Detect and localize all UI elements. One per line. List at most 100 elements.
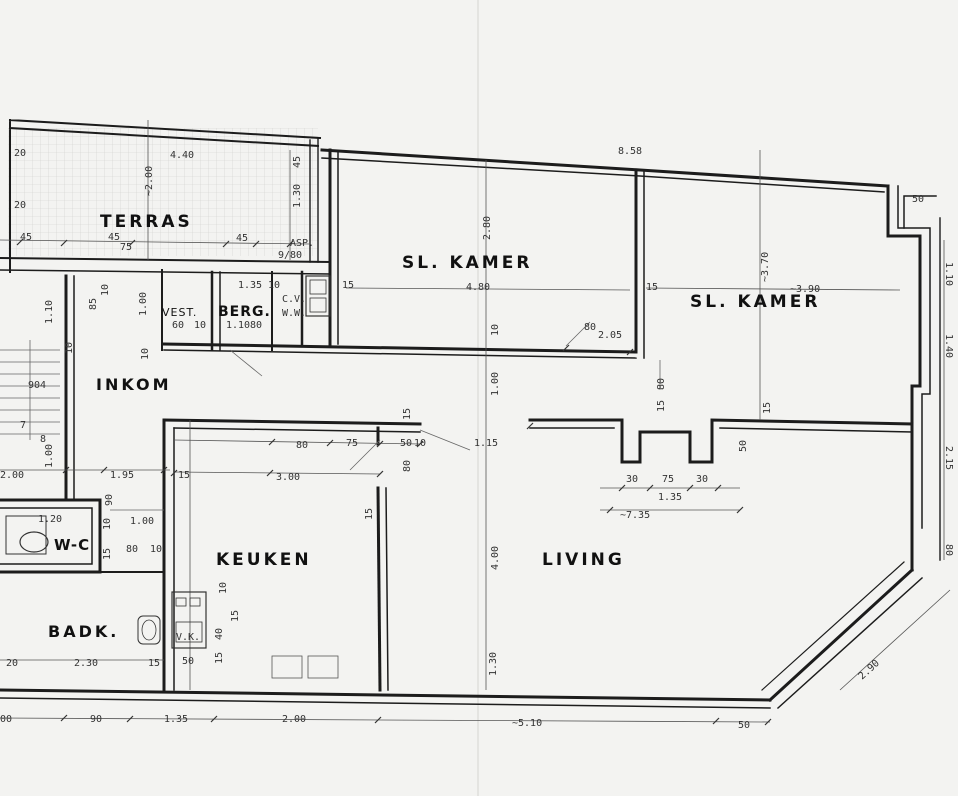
- dimension-ticks: [16, 238, 772, 726]
- dim-wc-90: 90: [104, 494, 115, 506]
- dim-inkom-8: 8: [40, 434, 46, 445]
- dimension-tick: [736, 506, 744, 514]
- dim-bottom-90: 90: [90, 714, 102, 725]
- dim-right-50: 50: [912, 194, 924, 205]
- label-cv: C.V.: [282, 294, 306, 305]
- dim-hall-15: 15: [402, 408, 413, 420]
- label-vk: V.K.: [176, 632, 200, 643]
- dim-wc-10b: 10: [102, 518, 113, 530]
- dim-kitchen-15b: 15: [230, 610, 241, 622]
- dim-vest-10a: 10: [194, 320, 206, 331]
- dimension-tick: [374, 716, 382, 724]
- dim-living-30a: 30: [626, 474, 638, 485]
- dim-bath-230: 2.30: [74, 658, 98, 669]
- dim-terras-130: 1.30: [292, 184, 303, 208]
- dimension-tick: [526, 422, 534, 430]
- door-swing-storage: [229, 349, 263, 377]
- dim-living-75: 75: [662, 474, 674, 485]
- dimension-tick: [210, 715, 218, 723]
- dim-living-135: 1.35: [658, 492, 682, 503]
- stair-treads: [0, 340, 60, 440]
- dim-living-400: 4.00: [490, 546, 501, 570]
- dim-terras-45-left: 45: [20, 232, 32, 243]
- dimension-tick: [764, 718, 772, 726]
- sink-fixture: [137, 615, 161, 645]
- boiler-fixture: [305, 275, 331, 317]
- dim-terras-depth: ~2.00: [144, 166, 155, 196]
- dimension-tick: [126, 715, 134, 723]
- dim-bed2-370: ~3.70: [760, 252, 771, 282]
- room-labels: TERRAS SL. KAMER SL. KAMER INKOM VEST. B…: [48, 212, 817, 641]
- dim-berg-135: 1.35: [238, 280, 262, 291]
- dimension-tick: [626, 348, 634, 356]
- dim-inkom-85: 85: [88, 298, 99, 310]
- dim-bottom-510: ~5.10: [512, 718, 542, 729]
- dim-kitchen-10: 10: [414, 438, 426, 449]
- dim-diag-290: 2.90: [857, 658, 882, 682]
- dim-kitchen-40: 40: [214, 628, 225, 640]
- dimension-tick: [222, 240, 230, 248]
- dimension-tick: [686, 484, 694, 492]
- dimension-lines: [0, 120, 951, 723]
- label-ww: W.W.: [282, 308, 306, 319]
- dim-vest-60: 60: [172, 320, 184, 331]
- dim-wc-10: 10: [150, 544, 162, 555]
- dim-bottom-00: 00: [0, 714, 12, 725]
- dim-kitchen-10b: 10: [218, 582, 229, 594]
- terras-floor-hatch: [8, 128, 318, 256]
- dim-bath-20: 20: [6, 658, 18, 669]
- stove-fixture: [171, 591, 207, 649]
- dim-living-50: 50: [738, 440, 749, 452]
- dim-wc-15: 15: [102, 548, 113, 560]
- dimension-tick: [326, 439, 334, 447]
- dim-kitchen-50: 50: [400, 438, 412, 449]
- dim-wc-100: 1.00: [130, 516, 154, 527]
- dim-left-200: 2.00: [0, 470, 24, 481]
- dim-wc-120: 1.20: [38, 514, 62, 525]
- dim-top-width: 8.58: [618, 146, 642, 157]
- dimension-tick: [376, 440, 384, 448]
- dim-inkom-195: 1.95: [110, 470, 134, 481]
- room-label-vestibule: VEST.: [162, 306, 197, 319]
- dim-bath-15: 15: [148, 658, 160, 669]
- dim-bottom-200: 2.00: [282, 714, 306, 725]
- dim-kitchen-15: 15: [364, 508, 375, 520]
- fixture-labels: C.V. W.W. V.K. ASP.: [176, 238, 314, 643]
- dim-hall-100: 1.00: [490, 372, 501, 396]
- dim-bed1-280: 2.80: [482, 216, 493, 240]
- dim-inkom-10: 10: [100, 284, 111, 296]
- dim-inkom-100: 1.00: [44, 444, 55, 468]
- dim-right-80: 80: [943, 544, 954, 556]
- dim-bed1-10: 10: [490, 324, 501, 336]
- room-label-keuken: KEUKEN: [216, 550, 312, 570]
- dim-inkom-110: 1.10: [44, 300, 55, 324]
- dim-bed1-480: 4.80: [466, 282, 490, 293]
- dim-bed2-15-left: 15: [646, 282, 658, 293]
- dimension-tick: [714, 484, 722, 492]
- dim-berg-80: 80: [250, 320, 262, 331]
- room-label-terras: TERRAS: [100, 212, 193, 232]
- room-label-inkom: INKOM: [96, 375, 172, 394]
- dim-terras-side-mid: 20: [14, 200, 26, 211]
- dimension-tick: [416, 440, 424, 448]
- dim-inkom-904: 904: [28, 380, 46, 391]
- dim-bed1-80: 80: [584, 322, 596, 333]
- dimension-tick: [16, 238, 24, 246]
- room-label-living: LIVING: [542, 550, 625, 570]
- dimension-tick: [160, 466, 168, 474]
- dim-kitchen-50b: 50: [182, 656, 194, 667]
- dimension-tick: [618, 484, 626, 492]
- dimension-tick: [266, 469, 274, 477]
- dim-kitchen-300: 3.00: [276, 472, 300, 483]
- dim-terras-45-mid: 45: [108, 232, 120, 243]
- dim-living-130: 1.30: [488, 652, 499, 676]
- dim-inkom-10b: 10: [64, 342, 75, 354]
- dim-living-15: 15: [656, 400, 667, 412]
- dim-berg-10: 10: [268, 280, 280, 291]
- dim-bottom-135: 1.35: [164, 714, 188, 725]
- room-label-storage: BERG.: [218, 304, 271, 320]
- dim-berg-10b: 10: [140, 348, 151, 360]
- room-label-wc: W-C: [54, 536, 90, 554]
- door-swing-living: [419, 429, 471, 451]
